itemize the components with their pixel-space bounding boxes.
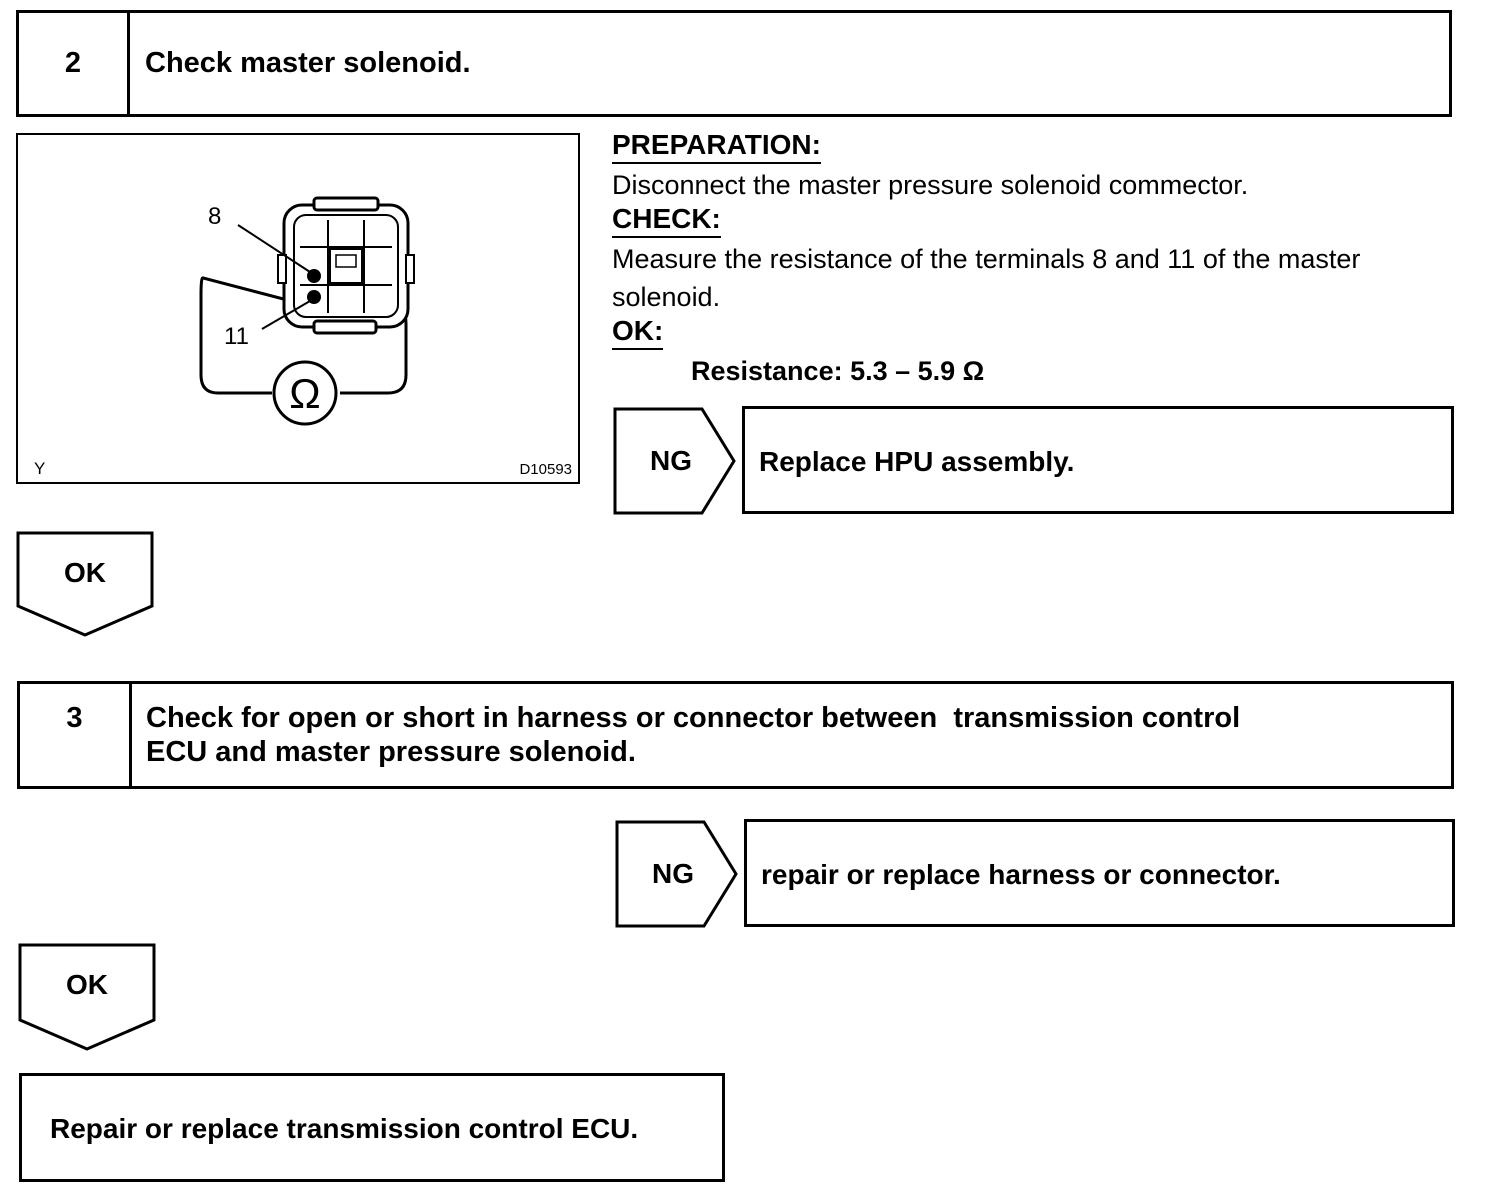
ng-action-text-2: repair or replace harness or connector.: [761, 859, 1281, 890]
step-number: 2: [19, 13, 130, 114]
connector-inner: [293, 214, 399, 318]
instructions: PREPARATION: Disconnect the master press…: [612, 130, 1472, 390]
step-title-line1: Check for open or short in harness or co…: [146, 702, 1241, 734]
meter-wire: [199, 276, 315, 395]
ok-arrow-1: [16, 531, 154, 637]
ng-tag-1: NG: [650, 445, 692, 476]
connector-side-right: [405, 254, 415, 284]
ohmmeter-icon: [272, 360, 338, 426]
ng-action-1: Replace HPU assembly.: [742, 406, 1454, 514]
resistance-spec: Resistance: 5.3 – 5.9 Ω: [691, 356, 985, 386]
step-3-header: 3 Check for open or short in harness or …: [17, 681, 1454, 789]
connector-diagram: Ω 8 11 Y D10593: [34, 196, 572, 478]
ng-action-text-1: Replace HPU assembly.: [759, 446, 1075, 477]
leader-11: [261, 300, 311, 330]
ok-tag-1: OK: [64, 557, 106, 588]
ok-arrow-2: [18, 943, 156, 1051]
terminal-label-8: 8: [208, 203, 221, 230]
terminal-label-11: 11: [224, 323, 249, 350]
step-number: 3: [20, 684, 132, 786]
connector-tab-top: [312, 196, 380, 212]
ohm-symbol: Ω: [289, 370, 320, 417]
figure-corner-code: Y: [34, 459, 45, 478]
ng-tag-2: NG: [652, 858, 694, 889]
step-title-line2: ECU and master pressure solenoid.: [146, 736, 636, 768]
step-2-header: 2 Check master solenoid.: [16, 10, 1452, 117]
ng-action-2: repair or replace harness or connector.: [744, 819, 1455, 927]
step-title: Check master solenoid.: [145, 47, 471, 79]
final-action: Repair or replace transmission control E…: [19, 1073, 725, 1182]
ng-arrow-1: [613, 407, 736, 515]
connector-tab-bottom: [312, 319, 378, 335]
leader-8: [237, 224, 311, 273]
connector-side-left: [277, 254, 287, 284]
figure-id: D10593: [519, 461, 572, 478]
preparation-label: PREPARATION:: [612, 130, 821, 164]
terminal-11: [307, 290, 321, 304]
ok-label: OK:: [612, 316, 664, 350]
connector-figure: Ω 8 11 Y D10593: [16, 133, 580, 484]
check-label: CHECK:: [612, 204, 721, 238]
ng-arrow-2: [615, 820, 738, 928]
ok-tag-2: OK: [66, 969, 108, 1000]
check-text-line1: Measure the resistance of the terminals …: [612, 244, 1361, 274]
terminal-8: [307, 269, 321, 283]
check-text-line2: solenoid.: [612, 282, 721, 312]
preparation-text: Disconnect the master pressure solenoid …: [612, 170, 1249, 200]
final-action-text: Repair or replace transmission control E…: [50, 1113, 639, 1144]
